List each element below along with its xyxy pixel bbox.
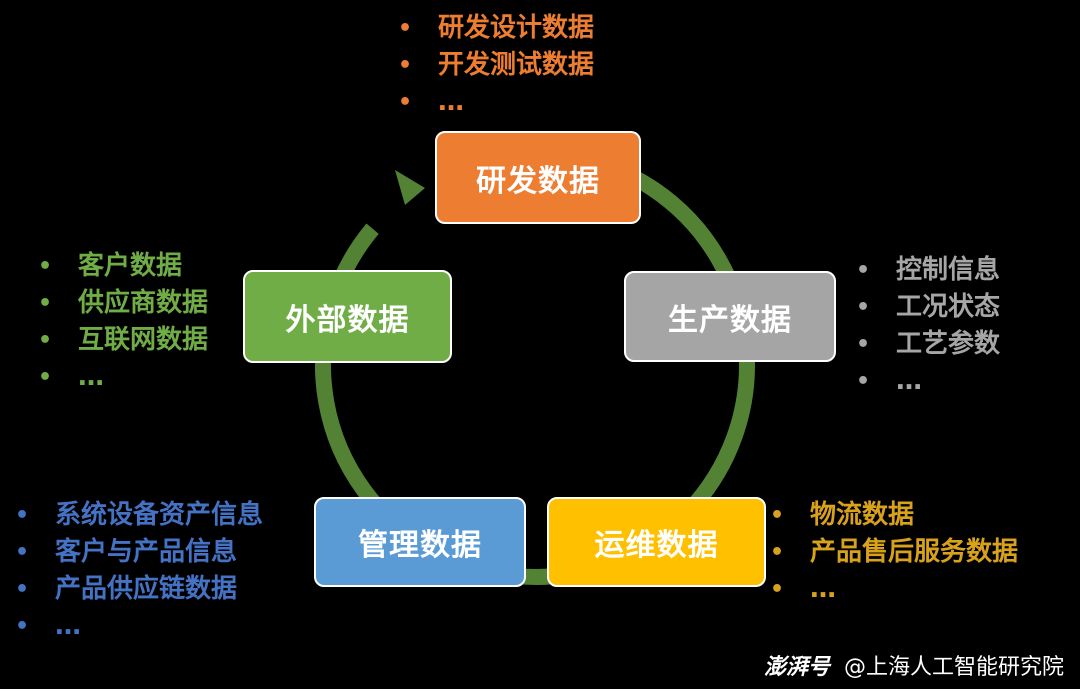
rd-data-list: •研发设计数据 •开发测试数据 •… <box>398 10 594 121</box>
list-item: •… <box>15 608 263 645</box>
bullet-icon: • <box>15 503 30 528</box>
bullet-icon: • <box>38 365 53 390</box>
bullet-icon: • <box>856 295 871 320</box>
bullet-icon: • <box>398 90 413 115</box>
bullet-icon: • <box>856 369 871 394</box>
list-item: •… <box>856 363 1000 400</box>
list-item: •工况状态 <box>856 289 1000 326</box>
bullet-icon: • <box>15 540 30 565</box>
list-item: •工艺参数 <box>856 326 1000 363</box>
bullet-icon: • <box>15 614 30 639</box>
list-item: •物流数据 <box>770 497 1018 534</box>
bullet-icon: • <box>770 577 785 602</box>
external-data-node: 外部数据 <box>243 270 452 363</box>
production-data-list: •控制信息 •工况状态 •工艺参数 •… <box>856 252 1000 400</box>
list-item: •… <box>398 84 594 121</box>
watermark-logo: 澎湃号 <box>763 655 830 680</box>
bullet-icon: • <box>398 53 413 78</box>
bullet-icon: • <box>856 258 871 283</box>
list-item: •产品售后服务数据 <box>770 534 1018 571</box>
list-item: •互联网数据 <box>38 322 208 359</box>
arrowhead-icon <box>395 170 425 205</box>
list-item: •客户数据 <box>38 248 208 285</box>
list-item: •产品供应链数据 <box>15 571 263 608</box>
list-item: •控制信息 <box>856 252 1000 289</box>
watermark-text: @上海人工智能研究院 <box>843 655 1064 680</box>
list-item: •… <box>770 571 1018 608</box>
rd-data-node: 研发数据 <box>435 131 641 224</box>
bullet-icon: • <box>398 16 413 41</box>
list-item: •开发测试数据 <box>398 47 594 84</box>
operations-data-list: •物流数据 •产品售后服务数据 •… <box>770 497 1018 608</box>
bullet-icon: • <box>770 503 785 528</box>
list-item: •研发设计数据 <box>398 10 594 47</box>
bullet-icon: • <box>38 328 53 353</box>
list-item: •客户与产品信息 <box>15 534 263 571</box>
list-item: •系统设备资产信息 <box>15 497 263 534</box>
bullet-icon: • <box>856 332 871 357</box>
bullet-icon: • <box>15 577 30 602</box>
management-data-list: •系统设备资产信息 •客户与产品信息 •产品供应链数据 •… <box>15 497 263 645</box>
list-item: •供应商数据 <box>38 285 208 322</box>
operations-data-node: 运维数据 <box>547 497 766 587</box>
bullet-icon: • <box>770 540 785 565</box>
watermark: 澎湃号 @上海人工智能研究院 <box>764 649 1064 681</box>
production-data-node: 生产数据 <box>624 271 836 362</box>
management-data-node: 管理数据 <box>314 497 526 587</box>
bullet-icon: • <box>38 254 53 279</box>
external-data-list: •客户数据 •供应商数据 •互联网数据 •… <box>38 248 208 396</box>
list-item: •… <box>38 359 208 396</box>
bullet-icon: • <box>38 291 53 316</box>
